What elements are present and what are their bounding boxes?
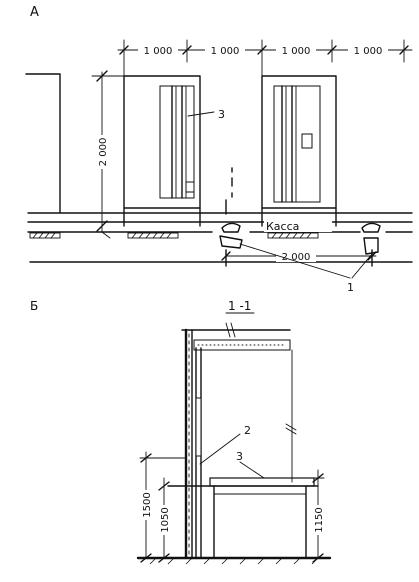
tick-mark (158, 553, 170, 563)
label-mask (312, 505, 324, 535)
dim-1150: 1150 (314, 507, 325, 532)
booth-frame (261, 75, 337, 209)
break-mark (285, 423, 297, 435)
booth-lock (301, 133, 313, 149)
section-a: А 1 000 1 000 1 000 1 000 (25, 5, 413, 294)
ceiling (181, 322, 291, 351)
booth-legs (123, 207, 201, 227)
floor-hatch (149, 557, 319, 565)
tick-mark (119, 45, 129, 55)
tick-mark (182, 45, 192, 55)
tick-mark (140, 553, 152, 563)
label-mask (138, 43, 178, 55)
stool-right (361, 222, 381, 255)
dim-top-2: 1 000 (211, 46, 240, 57)
floor-band (27, 212, 413, 263)
glass-panel (195, 397, 202, 457)
stool-base (363, 237, 379, 255)
stool-left (219, 222, 243, 249)
label-mask (276, 43, 316, 55)
leader-3 (187, 111, 215, 117)
dim-top-4: 1 000 (354, 46, 383, 57)
leader-3-b (239, 461, 265, 479)
center-marks (225, 167, 233, 215)
leader-1-a (239, 243, 351, 279)
booth-panel (159, 85, 195, 199)
cut-label: 1 -1 (228, 299, 251, 313)
section-a-label: А (30, 5, 39, 20)
tick-mark (312, 473, 324, 483)
label-mask (276, 250, 316, 262)
dimension-1500: 1500 (139, 451, 187, 563)
stool-base (219, 235, 243, 249)
booth-right (261, 75, 337, 227)
wall-column (184, 328, 297, 560)
cash-label: Касса (266, 220, 299, 233)
tick-mark (399, 45, 409, 55)
desk: 3 2 (167, 424, 319, 559)
hatch-pattern (32, 232, 312, 239)
label-mask (348, 43, 388, 55)
tick-mark (158, 481, 170, 491)
cash-label-mask (264, 218, 332, 232)
booth-legs (261, 207, 337, 227)
callout-2: 2 (244, 424, 251, 437)
label-mask (158, 505, 170, 535)
desk-top (209, 477, 315, 487)
tick-mark (257, 45, 267, 55)
dim-top-3: 1 000 (282, 46, 311, 57)
ceiling-slab (193, 339, 291, 351)
dim-top-1: 1 000 (144, 46, 173, 57)
leader-stub (101, 231, 111, 239)
tick-mark (367, 251, 377, 261)
tick-mark (221, 251, 231, 261)
label-mask (140, 490, 152, 520)
dimension-1150: 1150 (305, 469, 325, 563)
tick-mark (96, 70, 108, 82)
left-wall (25, 73, 61, 213)
section-b: Б 1 -1 3 (30, 299, 332, 565)
dim-bottom: 2 000 (282, 252, 311, 263)
callout-3-a: 3 (218, 108, 225, 121)
dimension-1050: 1050 (158, 477, 171, 563)
label-mask (205, 43, 245, 55)
break-mark (225, 322, 236, 338)
dim-height: 2 000 (98, 138, 109, 167)
top-dimension-chain: 1 000 1 000 1 000 1 000 (117, 39, 413, 83)
stool-seat (361, 222, 381, 233)
booth-panel (273, 85, 321, 203)
tick-mark (312, 553, 324, 563)
tick-mark (327, 45, 337, 55)
booth-left: 3 (123, 75, 225, 227)
label-mask (96, 135, 108, 169)
callout-1-group: 1 (239, 243, 373, 294)
leader-2 (199, 433, 241, 465)
stool-seat (221, 222, 241, 233)
callout-1: 1 (347, 281, 354, 294)
dim-1050: 1050 (160, 507, 171, 532)
tick-mark (140, 453, 152, 463)
leader-1-b (351, 253, 373, 279)
callout-3-b: 3 (236, 450, 243, 463)
bottom-dimension: 2 000 (221, 249, 377, 267)
booth-handle (185, 181, 195, 193)
height-dimension: 2 000 (91, 70, 125, 233)
dim-1500: 1500 (142, 492, 153, 517)
section-b-label: Б (30, 299, 38, 313)
